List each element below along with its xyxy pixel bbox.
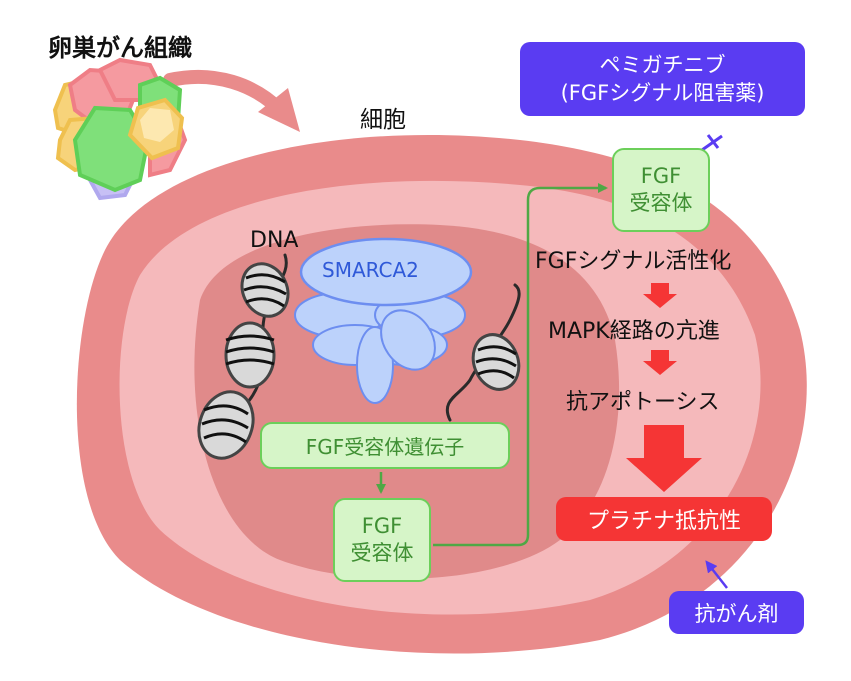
smarca2-label: SMARCA2 <box>322 258 419 282</box>
tissue-label: 卵巣がん組織 <box>48 34 192 62</box>
receptor-line1: FGF <box>361 513 403 538</box>
tissue-to-cell-arrow <box>163 69 287 117</box>
tissue-to-cell-arrowhead <box>258 88 300 132</box>
nucleosome <box>240 262 290 318</box>
fgf-receptor-membrane-box: FGF 受容体 <box>612 148 710 232</box>
nucleosome <box>471 333 521 391</box>
fgf-receptor-gene-box: FGF受容体遺伝子 <box>260 422 510 469</box>
tissue-cluster <box>52 57 188 201</box>
cell-label: 細胞 <box>360 107 406 133</box>
pathway-step-3: 抗アポトーシス <box>566 390 720 415</box>
pathway-arrow-2 <box>643 350 677 375</box>
platinum-resistance-box: プラチナ抵抗性 <box>556 497 772 541</box>
pathway-arrow-1 <box>643 283 677 308</box>
receptor-transport-arrow <box>433 183 608 547</box>
drug-description: (FGFシグナル阻害薬) <box>560 81 765 105</box>
smarca2-complex <box>294 237 473 404</box>
pemigatinib-box: ペミガチニブ (FGFシグナル阻害薬) <box>520 42 805 116</box>
receptor-line1: FGF <box>640 163 682 188</box>
pathway-arrow-big <box>626 425 702 492</box>
resistance-label: プラチナ抵抗性 <box>586 509 741 534</box>
fgf-receptor-nucleus-box: FGF 受容体 <box>333 498 431 582</box>
receptor-line2: 受容体 <box>350 541 414 565</box>
nucleosome <box>197 390 255 460</box>
inhibition-mark <box>701 134 723 152</box>
drug-name: ペミガチニブ <box>599 52 726 77</box>
anticancer-arrow <box>705 560 728 589</box>
receptor-line2: 受容体 <box>629 191 693 215</box>
dna-label: DNA <box>250 228 299 253</box>
anticancer-label: 抗がん剤 <box>694 601 779 626</box>
pathway-step-1: FGFシグナル活性化 <box>535 249 732 274</box>
nucleosome <box>224 321 276 389</box>
pathway-step-2: MAPK経路の亢進 <box>548 319 720 344</box>
gene-box-label: FGF受容体遺伝子 <box>305 435 465 459</box>
anticancer-drug-box: 抗がん剤 <box>669 591 804 634</box>
